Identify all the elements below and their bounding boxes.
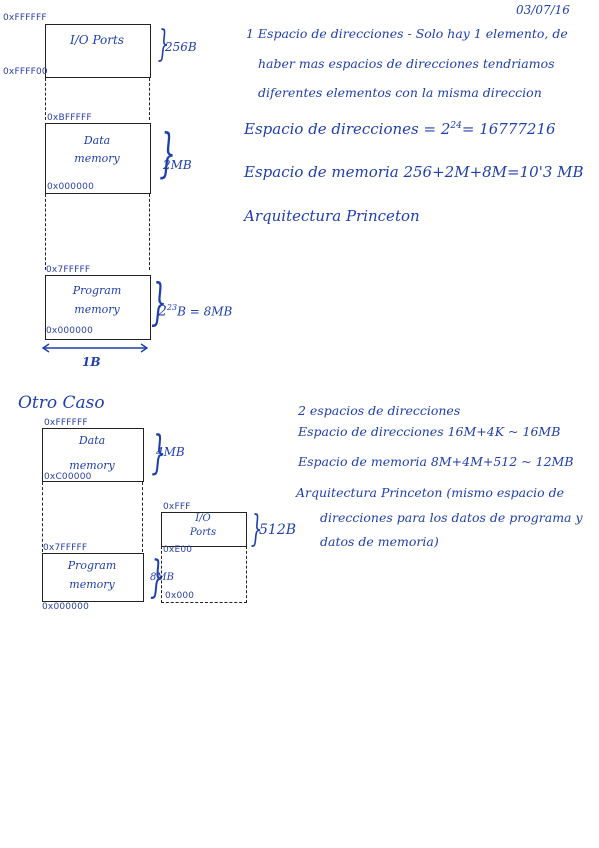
gap-dash-right-1 bbox=[149, 78, 150, 120]
c2-data-size: 4MB bbox=[156, 445, 185, 459]
c2-io-dashed-region bbox=[161, 546, 247, 603]
program-top-address: 0x7FFFFF bbox=[46, 265, 91, 275]
c2-gap-dash-right bbox=[142, 482, 143, 552]
program-size-exponent: 23 bbox=[166, 303, 178, 312]
c2-program-top-address: 0x7FFFFF bbox=[43, 543, 88, 553]
notes1-line3: diferentes elementos con la misma direcc… bbox=[258, 85, 542, 100]
program-size-brace: } bbox=[150, 273, 167, 331]
data-size-brace: } bbox=[159, 124, 176, 184]
c2-io-size-brace: } bbox=[250, 509, 263, 550]
c2-data-label-1: Data bbox=[78, 434, 106, 447]
c2-program-size-brace: } bbox=[150, 552, 164, 603]
c2-io-ports-block bbox=[161, 512, 247, 547]
c2-io-lowest-address: 0x000 bbox=[165, 591, 195, 601]
io-bottom-address: 0xFFFF00 bbox=[3, 67, 48, 77]
notes2-line1: 2 espacios de direcciones bbox=[298, 403, 461, 418]
c2-data-top-address: 0xFFFFFF bbox=[44, 418, 88, 428]
io-size: 256B bbox=[165, 40, 197, 54]
program-size: 223B = 8MB bbox=[158, 303, 232, 320]
program-size-base: 2 bbox=[158, 303, 167, 320]
notes1-memory-space: Espacio de memoria 256+2M+8M=10'3 MB bbox=[244, 163, 584, 181]
notes1-address-space: Espacio de direcciones = 224= 16777216 bbox=[244, 120, 556, 138]
io-ports-block bbox=[45, 24, 151, 78]
c2-program-memory-block bbox=[42, 553, 144, 602]
program-memory-label-2: memory bbox=[74, 303, 120, 316]
notes1-line2: haber mas espacios de direcciones tendri… bbox=[258, 56, 555, 71]
program-memory-block bbox=[45, 275, 151, 340]
notes2-line4: Arquitectura Princeton (mismo espacio de bbox=[296, 485, 565, 500]
c2-program-label-2: memory bbox=[69, 578, 115, 591]
notes1-line1: 1 Espacio de direcciones - Solo hay 1 el… bbox=[246, 26, 568, 41]
gap-dash-left-2 bbox=[45, 194, 46, 270]
width-label: 1B bbox=[82, 355, 101, 369]
notes2-line3: Espacio de memoria 8M+4M+512 ~ 12MB bbox=[298, 454, 574, 469]
notes2-line6: datos de memoria) bbox=[320, 534, 439, 549]
notes2-line2: Espacio de direcciones 16M+4K ~ 16MB bbox=[298, 424, 561, 439]
program-bottom-address: 0x000000 bbox=[46, 326, 94, 336]
c2-program-label-1: Program bbox=[67, 559, 117, 572]
c2-io-label-1: I/O bbox=[195, 513, 211, 524]
program-size-rest: B = 8MB bbox=[177, 304, 233, 319]
data-memory-block bbox=[45, 123, 151, 194]
io-ports-label: I/O Ports bbox=[70, 33, 124, 47]
data-memory-label-2: memory bbox=[74, 152, 120, 165]
program-memory-label-1: Program bbox=[72, 284, 122, 297]
c2-io-size: 512B bbox=[259, 522, 297, 538]
date: 03/07/16 bbox=[516, 3, 570, 17]
c2-data-bottom-address: 0xC00000 bbox=[44, 472, 92, 482]
notes1-address-space-prefix: Espacio de direcciones = 2 bbox=[244, 120, 451, 138]
section2-title: Otro Caso bbox=[18, 393, 105, 413]
c2-io-label-2: Ports bbox=[189, 527, 217, 538]
notes1-address-space-value: = 16777216 bbox=[461, 120, 556, 138]
data-size: 2MB bbox=[163, 158, 192, 172]
c2-data-memory-block bbox=[42, 428, 144, 482]
io-top-address: 0xFFFFFF bbox=[3, 13, 47, 23]
width-arrow bbox=[40, 342, 150, 354]
c2-io-bottom-address: 0xE00 bbox=[163, 545, 193, 555]
data-bottom-address: 0x000000 bbox=[47, 182, 95, 192]
gap-dash-right-2 bbox=[149, 194, 150, 270]
c2-gap-dash-left bbox=[42, 482, 43, 552]
data-memory-label-1: Data bbox=[83, 134, 111, 147]
notes2-line5: direcciones para los datos de programa y bbox=[320, 510, 583, 525]
c2-program-bottom-address: 0x000000 bbox=[42, 602, 90, 612]
data-top-address: 0xBFFFFF bbox=[47, 113, 92, 123]
notes1-address-space-exp: 24 bbox=[450, 121, 462, 131]
gap-dash-left-1 bbox=[45, 78, 46, 120]
io-size-brace: } bbox=[157, 24, 170, 65]
c2-data-label-2: memory bbox=[69, 459, 115, 472]
notes1-architecture: Arquitectura Princeton bbox=[244, 207, 420, 225]
c2-data-size-brace: } bbox=[151, 425, 166, 479]
c2-io-top-address: 0xFFF bbox=[163, 502, 191, 512]
